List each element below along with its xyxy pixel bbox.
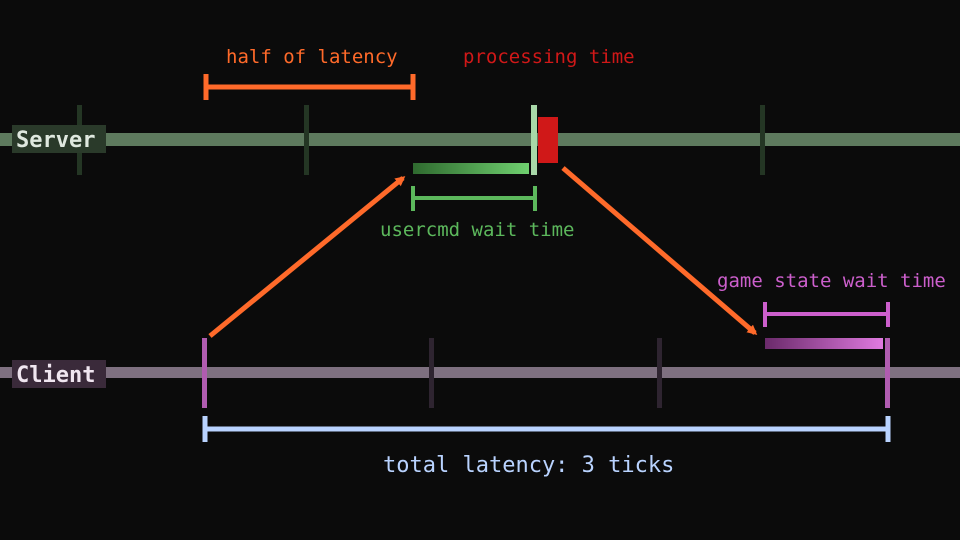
usercmd-wait-bracket — [411, 186, 537, 211]
client-timeline — [0, 367, 960, 378]
server-tick-active — [531, 105, 537, 175]
game-state-arrow — [561, 166, 758, 335]
server-tick — [304, 105, 309, 175]
client-label: Client — [16, 363, 95, 388]
server-timeline — [0, 133, 960, 146]
server-label: Server — [16, 128, 95, 153]
processing-time-block — [538, 117, 558, 163]
server-tick — [760, 105, 765, 175]
usercmd-arrow — [208, 176, 406, 338]
client-tick — [429, 338, 434, 408]
client-tick — [657, 338, 662, 408]
client-label-bg — [12, 360, 106, 388]
game-state-wait-bracket — [763, 302, 890, 327]
client-tick-receive — [885, 338, 890, 408]
server-label-bg — [12, 125, 106, 153]
usercmd-wait-bar — [413, 163, 529, 174]
processing-time-label: processing time — [463, 46, 635, 68]
total-latency-label: total latency: 3 ticks — [383, 453, 674, 478]
usercmd-wait-label: usercmd wait time — [380, 219, 574, 241]
total-latency-bracket — [202, 416, 891, 442]
half-latency-label: half of latency — [226, 46, 398, 68]
half-latency-bracket — [203, 74, 416, 100]
game-state-wait-bar — [765, 338, 883, 349]
client-tick-send — [202, 338, 207, 408]
game-state-wait-label: game state wait time — [717, 270, 946, 292]
